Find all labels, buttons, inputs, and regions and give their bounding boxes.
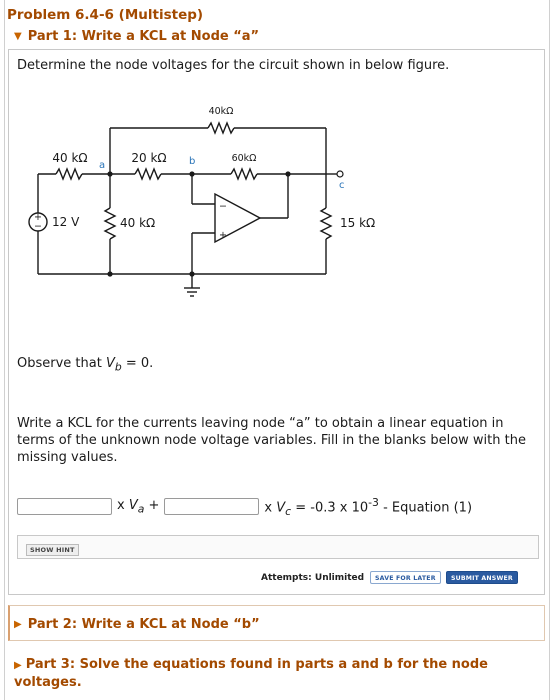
label-source: 12 V xyxy=(52,215,80,229)
node-c-junction-dot xyxy=(285,171,291,177)
resistor-a-ground xyxy=(103,207,117,240)
resistor-top-40k xyxy=(207,121,235,135)
ground-junction-dot xyxy=(189,271,195,277)
node-c-terminal xyxy=(336,170,344,178)
resistor-left-40k xyxy=(55,167,83,181)
caret-right-icon: ▶ xyxy=(14,660,22,671)
hint-bar: SHOW HINT xyxy=(17,535,539,559)
part2-header-label: Part 2: Write a KCL at Node “b” xyxy=(27,617,260,632)
ground-junction-dot xyxy=(107,271,113,277)
label-r-ab: 20 kΩ xyxy=(131,151,166,165)
label-node-c: c xyxy=(339,180,345,191)
label-r-top: 40kΩ xyxy=(209,106,234,117)
problem-title: Problem 6.4-6 (Multistep) xyxy=(7,7,204,23)
term2: x Vc = -0.3 x 10-3 - Equation (1) xyxy=(264,496,473,518)
attempts-label: Attempts: Unlimited xyxy=(261,573,365,583)
label-opamp-plus: + xyxy=(219,230,227,241)
caret-right-icon: ▶ xyxy=(14,619,22,630)
equation-row: x Va + x Vc = -0.3 x 10-3 - Equation (1) xyxy=(17,496,477,518)
resistor-60k xyxy=(230,167,258,181)
label-opamp-minus: − xyxy=(219,201,227,212)
resistor-c-ground xyxy=(319,207,333,240)
node-b-dot xyxy=(189,171,195,177)
node-a-dot xyxy=(107,171,113,177)
source-plus-sign: + xyxy=(34,212,42,223)
caret-down-icon: ▼ xyxy=(14,31,22,42)
part1-panel xyxy=(8,49,545,595)
label-node-b: b xyxy=(189,156,195,167)
label-r-c-ground: 15 kΩ xyxy=(340,216,375,230)
term1: x Va + xyxy=(117,498,160,516)
problem-frame xyxy=(4,0,550,700)
coefficient-vc-input[interactable] xyxy=(164,498,260,516)
show-hint-button[interactable]: SHOW HINT xyxy=(26,544,79,556)
label-r-bc: 60kΩ xyxy=(232,153,257,164)
label-node-a: a xyxy=(99,160,105,171)
kcl-instruction: Write a KCL for the currents leaving nod… xyxy=(17,416,526,465)
observe-text: Observe that Vb = 0. xyxy=(17,356,154,374)
part3-header[interactable]: ▶Part 3: Solve the equations found in pa… xyxy=(14,656,534,691)
resistor-20k xyxy=(134,167,162,181)
coefficient-va-input[interactable] xyxy=(17,498,112,516)
label-r-a-ground: 40 kΩ xyxy=(120,216,155,230)
part2-panel xyxy=(8,605,545,641)
opamp xyxy=(214,192,262,244)
label-r-left: 40 kΩ xyxy=(52,151,87,165)
part2-header[interactable]: ▶ Part 2: Write a KCL at Node “b” xyxy=(14,617,260,632)
voltage-source-icon xyxy=(28,212,48,232)
source-minus-sign: − xyxy=(34,221,42,232)
part1-header[interactable]: ▼ Part 1: Write a KCL at Node “a” xyxy=(14,29,259,44)
save-for-later-button[interactable]: SAVE FOR LATER xyxy=(370,571,441,584)
circuit-diagram: + − 40kΩ 40 kΩ 20 kΩ 60kΩ 40 kΩ 15 kΩ 12… xyxy=(28,106,375,297)
submit-answer-button[interactable]: SUBMIT ANSWER xyxy=(446,571,518,584)
instruction-text: Determine the node voltages for the circ… xyxy=(17,58,450,73)
part3-header-label: Part 3: Solve the equations found in par… xyxy=(14,657,488,690)
part1-header-label: Part 1: Write a KCL at Node “a” xyxy=(27,29,260,44)
